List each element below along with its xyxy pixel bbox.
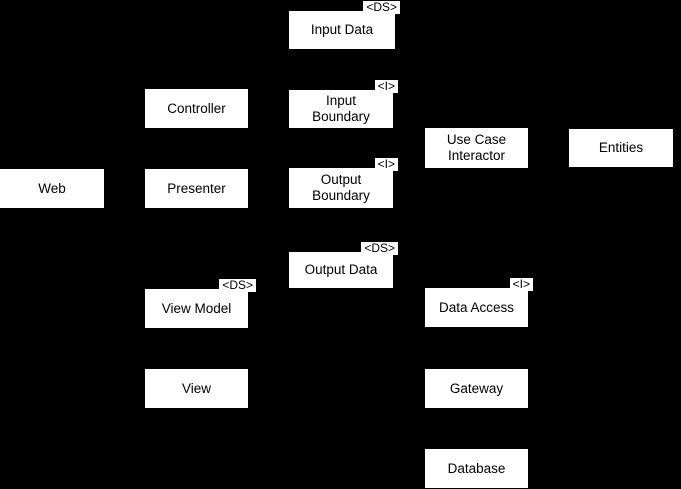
stereotype-badge-interface: <I>: [509, 278, 533, 291]
node-label: Presenter: [167, 180, 226, 196]
node-gateway: Gateway: [425, 369, 528, 408]
node-label: Input Boundary: [312, 93, 370, 124]
node-input-data: <DS> Input Data: [289, 1, 400, 49]
node-label: Output Boundary: [312, 172, 370, 203]
node-use-case-interactor: Use Case Interactor: [425, 128, 528, 168]
node-web: Web: [0, 169, 104, 208]
node-view-model: <DS> View Model: [145, 279, 256, 328]
node-label: Gateway: [449, 380, 504, 396]
node-presenter: Presenter: [145, 169, 248, 208]
node-label: Output Data: [304, 262, 378, 277]
node-data-access: <I> Data Access: [425, 278, 533, 327]
node-label: Web: [38, 180, 66, 196]
node-controller: Controller: [145, 89, 248, 128]
stereotype-badge-ds: <DS>: [219, 279, 256, 292]
node-label: Controller: [167, 100, 226, 116]
stereotype-badge-ds: <DS>: [361, 242, 398, 255]
node-view: View: [145, 369, 248, 408]
node-entities: Entities: [569, 129, 673, 167]
node-output-data: <DS> Output Data: [289, 242, 398, 288]
node-output-boundary: <I> Output Boundary: [289, 158, 398, 208]
node-label: Input Data: [310, 22, 374, 37]
node-label: Database: [447, 460, 506, 476]
node-label: View: [181, 380, 212, 396]
node-input-boundary: <I> Input Boundary: [289, 80, 398, 128]
node-label: View Model: [161, 300, 232, 316]
node-label: Entities: [598, 140, 644, 155]
stereotype-badge-interface: <I>: [374, 80, 398, 93]
node-label: Use Case Interactor: [446, 132, 507, 163]
node-label: Data Access: [438, 299, 515, 315]
stereotype-badge-interface: <I>: [374, 158, 398, 171]
node-database: Database: [425, 449, 528, 488]
stereotype-badge-ds: <DS>: [363, 1, 400, 14]
